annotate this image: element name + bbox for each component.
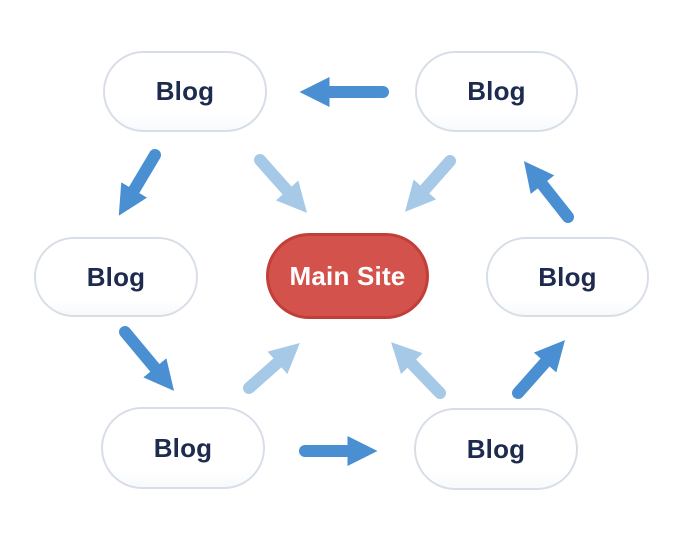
arrow-top-left-to-mid-left: [118, 149, 161, 216]
arrow-mid-right-to-top-right: [523, 161, 574, 223]
node-blog-top-left: Blog: [103, 51, 267, 132]
node-label: Blog: [466, 433, 526, 464]
node-label: Blog: [153, 432, 213, 463]
node-blog-bottom-left: Blog: [101, 407, 265, 489]
arrow-top-right-to-main-site: [404, 155, 456, 212]
arrow-mid-left-to-bottom-left: [119, 326, 175, 391]
arrow-bottom-right-to-mid-right: [512, 340, 566, 399]
node-blog-top-right: Blog: [415, 51, 578, 132]
node-label: Blog: [538, 261, 597, 292]
node-main-site: Main Site: [266, 233, 429, 319]
node-blog-mid-right: Blog: [486, 237, 649, 317]
node-label: Main Site: [289, 260, 406, 291]
node-label: Blog: [467, 76, 526, 106]
arrow-bottom-left-to-main-site: [243, 342, 300, 394]
arrow-top-left-to-main-site: [254, 154, 308, 213]
node-blog-bottom-right: Blog: [414, 408, 578, 490]
node-label: Blog: [86, 261, 146, 292]
arrow-bottom-right-to-main-site: [391, 342, 446, 399]
node-label: Blog: [155, 76, 215, 106]
node-blog-mid-left: Blog: [34, 237, 198, 317]
